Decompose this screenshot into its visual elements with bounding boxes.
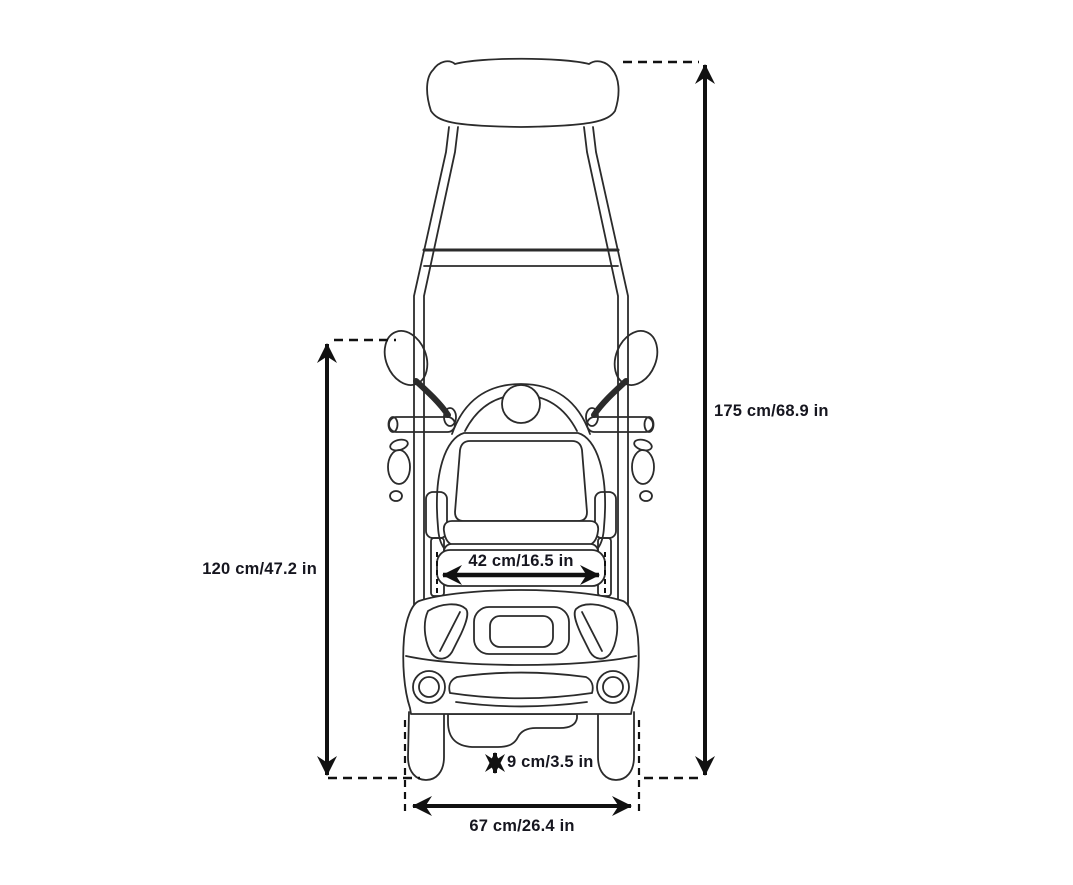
ground-clearance-label: 9 cm/3.5 in [507, 753, 594, 771]
headlight-cowl-right [573, 603, 619, 660]
dimension-ground-clearance: 9 cm/3.5 in [485, 752, 594, 774]
dimension-overall-width: 67 cm/26.4 in [403, 720, 641, 835]
side-pod-left [387, 449, 411, 485]
scooter-line-drawing [383, 57, 659, 781]
wheel-right [597, 711, 635, 781]
side-pod-right [631, 449, 655, 485]
side-knob-left [389, 490, 403, 502]
dimension-overall-height: 175 cm/68.9 in [623, 60, 829, 780]
wheel-left [407, 711, 445, 781]
mirror-left-icon [383, 330, 457, 427]
mirror-right-icon [585, 330, 659, 427]
fog-lamp-left-icon [412, 670, 446, 704]
headlight-icon [501, 384, 541, 424]
overall-height-label: 175 cm/68.9 in [714, 402, 829, 420]
headlight-cowl-left [423, 603, 469, 660]
canopy-crossbar [422, 248, 620, 267]
dimension-handlebar-height: 120 cm/47.2 in [202, 338, 420, 780]
handlebar-height-label: 120 cm/47.2 in [202, 560, 317, 578]
dimension-seat-width: 42 cm/16.5 in [436, 552, 606, 594]
canopy-post-right [583, 126, 629, 607]
bumper [448, 671, 594, 708]
canopy [426, 57, 620, 128]
fascia-crease-line [405, 655, 637, 666]
seat-width-label: 42 cm/16.5 in [468, 552, 573, 570]
canopy-post-left [413, 126, 459, 607]
side-knob-right [639, 490, 653, 502]
undercarriage [447, 713, 578, 748]
grille [473, 606, 570, 655]
overall-width-label: 67 cm/26.4 in [469, 817, 574, 835]
front-fascia [402, 589, 640, 715]
fog-lamp-right-icon [596, 670, 630, 704]
grille-emblem [489, 615, 554, 648]
